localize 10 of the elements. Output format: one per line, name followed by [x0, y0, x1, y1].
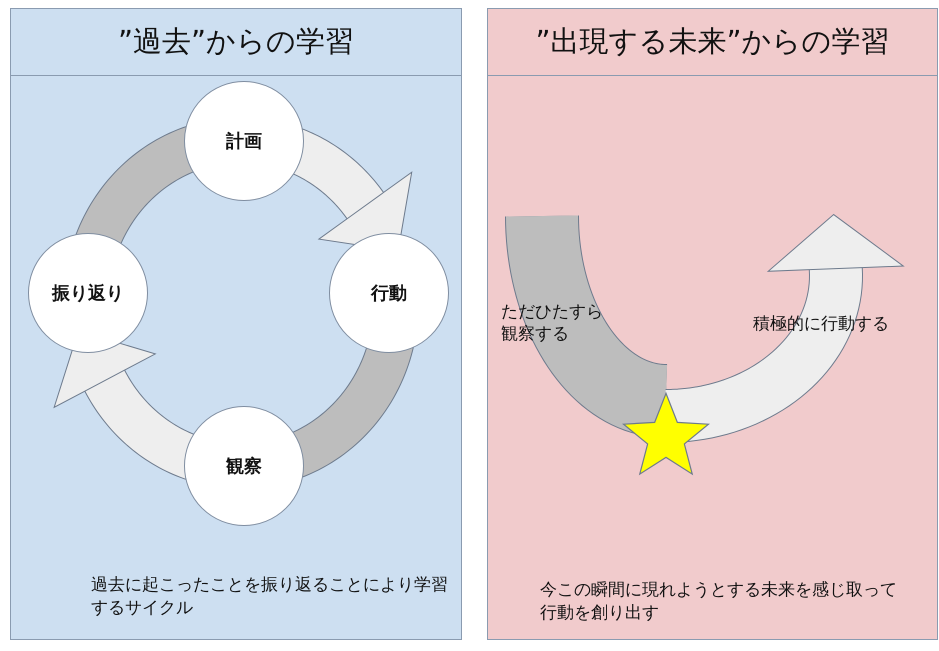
panel-title: ”過去”からの学習	[118, 23, 354, 60]
step-circle: 観察	[184, 406, 304, 526]
description-text: 今この瞬間に現れようとする未来を感じ取って行動を創り出す	[540, 579, 898, 625]
description-text: 過去に起こったことを振り返ることにより学習するサイクル	[91, 574, 449, 620]
step-circle: 行動	[329, 233, 449, 353]
step-circle: 振り返り	[28, 233, 148, 353]
panel	[10, 8, 462, 640]
panel	[487, 8, 938, 640]
step-circle: 計画	[184, 81, 304, 201]
panel-title: ”出現する未来”からの学習	[535, 23, 890, 60]
